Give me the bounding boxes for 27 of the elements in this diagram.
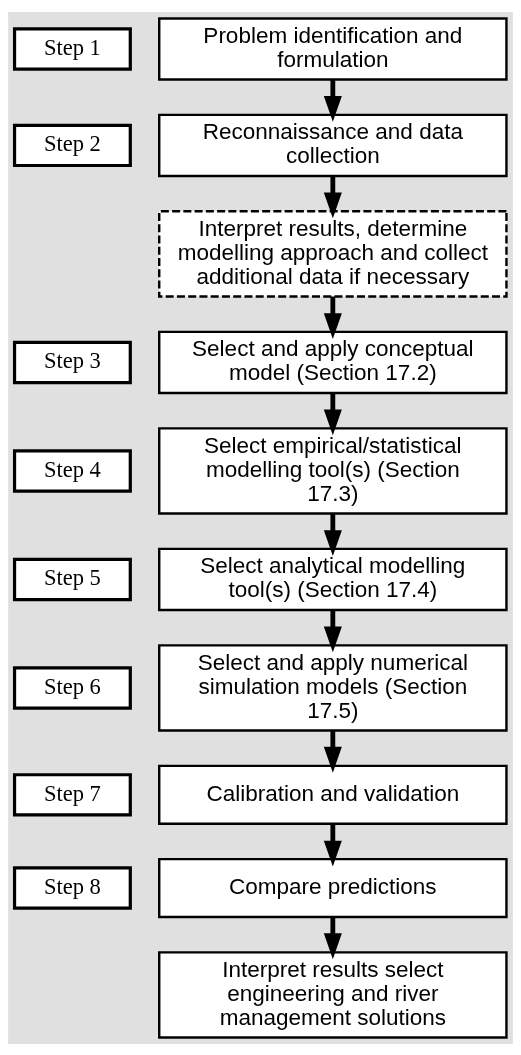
node-box: Select empirical/statistical modelling tool(s) (Section 17.3) [158, 426, 508, 515]
node-box: Step 4 [12, 448, 132, 493]
node-box: Step 2 [12, 123, 132, 167]
node-box: Problem identification and formulation [158, 16, 508, 81]
arrow [323, 823, 342, 866]
node-box: Reconnaissance and data collection [158, 113, 508, 177]
node-box: Interpret results, determine modelling approach and collect additional data if necessary [158, 209, 508, 298]
node-box: Step 3 [12, 340, 132, 384]
arrow [323, 79, 342, 122]
arrow [323, 296, 342, 339]
arrow [323, 175, 342, 218]
node-box: Step 5 [12, 557, 132, 601]
arrow [323, 916, 342, 959]
arrow [323, 609, 342, 652]
node-box: Step 7 [12, 772, 132, 817]
arrow [323, 392, 342, 435]
node-box: Select analytical modelling tool(s) (Section 17.4) [158, 547, 508, 611]
node-box: Interpret results select engineering and river management solutions [158, 950, 508, 1039]
node-box: Select and apply conceptual model (Section 17.2) [158, 330, 508, 394]
arrow [323, 730, 342, 773]
node-box: Select and apply numerical simulation models (Section 17.5) [158, 643, 508, 732]
node-box: Step 1 [12, 26, 132, 71]
arrow [323, 513, 342, 556]
node-box: Step 8 [12, 865, 132, 910]
node-box: Step 6 [12, 665, 132, 710]
node-box: Calibration and validation [158, 764, 508, 825]
node-box: Compare predictions [158, 857, 508, 918]
